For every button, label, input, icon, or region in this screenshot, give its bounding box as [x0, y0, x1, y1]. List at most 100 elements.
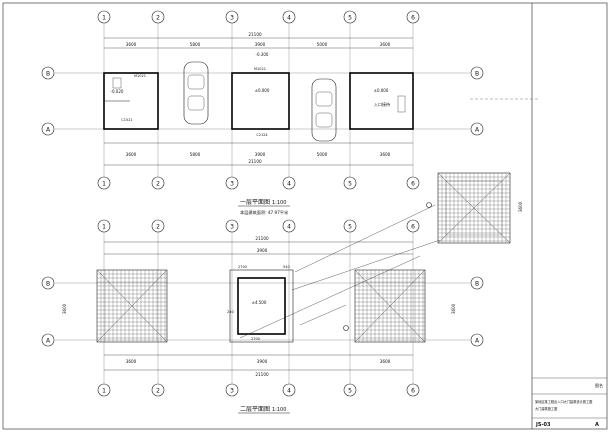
dim-top-seg3: 3900 [255, 42, 266, 47]
dim-bottom-seg3: 3900 [255, 152, 266, 157]
dim-bottom-seg4: 5000 [317, 152, 328, 157]
upper-dim-bottom-2: 3900 [257, 359, 268, 364]
room-label-reception: 入口接待 [374, 101, 390, 107]
door-tag-1: C1521 [121, 118, 132, 122]
ground-axis-bubble-2-bottom [151, 176, 165, 190]
upper-plan-scale: 1:100 [272, 407, 286, 413]
dim-bottom-overall: 21100 [248, 159, 262, 164]
upper-axis-label-5-bottom: 5 [348, 388, 352, 395]
ground-axis-label-6-top: 6 [411, 15, 415, 22]
ground-axis-bubble-4-bottom [282, 176, 296, 190]
ground-axis-label-1-bottom: 1 [102, 181, 106, 188]
dim-top-seg1: 3600 [126, 42, 137, 47]
ground-axis-label-2-top: 2 [156, 15, 160, 22]
ground-axis-label-6-bottom: 6 [411, 181, 415, 188]
upper-axis-bubble-6-top [406, 219, 420, 233]
ground-axis-label-5-top: 5 [348, 15, 352, 22]
upper-axis-label-2-bottom: 2 [156, 388, 160, 395]
ground-axis-bubble-1-top [97, 10, 111, 24]
elevation-e5: -0.300 [256, 52, 269, 57]
central-booth [231, 72, 290, 130]
upper-axis-bubble-5-top [343, 219, 357, 233]
detail-callout-2 [343, 325, 349, 331]
axis-label-B-right: B [475, 71, 479, 78]
upper-axis-label-B-left: B [46, 281, 50, 288]
axis-label-A-right: A [475, 127, 480, 134]
elevation-e6: ±4.500 [252, 300, 267, 305]
upper-axis-label-4-top: 4 [287, 224, 291, 231]
car-icon-2 [311, 78, 337, 142]
upper-axis-bubble-5-bottom [343, 383, 357, 397]
upper-axis-bubble-3-top [225, 219, 239, 233]
leader-line-2 [291, 239, 441, 291]
upper-axis-bubble-2-bottom [151, 383, 165, 397]
axis-label-B-left: B [46, 71, 50, 78]
sheet-number: JS-03 [535, 422, 551, 428]
upper-axis-label-5-top: 5 [348, 224, 352, 231]
axis-bubble-B-right [470, 66, 484, 80]
upper-axis-label-2-top: 2 [156, 224, 160, 231]
leader-line-1 [294, 204, 436, 273]
toilet-fixture [112, 77, 122, 89]
title-block: 图名 某地区某工程出入口大门建筑设计施工图 大门建筑施工图 JS-03 A [531, 3, 607, 429]
axis-bubble-A-right [470, 122, 484, 136]
upper-axis-bubble-4-top [282, 219, 296, 233]
upper-plan-title: 二层平面图 [240, 406, 270, 413]
elevation-e3: ±0.000 [374, 88, 389, 93]
ground-dim-top: 21100 3600 5800 3900 5000 3600 [104, 32, 413, 49]
roof-detail-dim: 3600 [518, 201, 523, 212]
upper-axis-label-6-top: 6 [411, 224, 415, 231]
ground-axis-label-3-top: 3 [230, 15, 234, 22]
revision: A [595, 422, 599, 428]
upper-axis-label-1-bottom: 1 [102, 388, 106, 395]
ground-plan-title: 一层平面图 [240, 199, 270, 206]
upper-dim-small-1: 2700 [238, 265, 247, 269]
upper-axis-bubble-2-top [151, 219, 165, 233]
upper-axis-label-1-top: 1 [102, 224, 106, 231]
upper-dim-small-2: 540 [283, 265, 290, 269]
dim-bottom-seg1: 3600 [126, 152, 137, 157]
upper-axis-label-4-bottom: 4 [287, 388, 291, 395]
dim-bottom-seg2: 5800 [190, 152, 201, 157]
ground-axis-bubble-6-top [406, 10, 420, 24]
upper-axis-label-B-right: B [475, 281, 479, 288]
upper-axis-bubble-A-left [41, 333, 55, 347]
ground-axis-bubble-5-bottom [343, 176, 357, 190]
ground-plan-scale: 1:100 [272, 200, 286, 206]
dim-top-seg2: 5800 [190, 42, 201, 47]
upper-dim-small-3: 240 [227, 310, 234, 314]
upper-axis-bubble-1-top [97, 219, 111, 233]
upper-central-room [237, 277, 286, 335]
upper-axis-bubble-B-left [41, 276, 55, 290]
ground-axis-label-2-bottom: 2 [156, 181, 160, 188]
ground-axis-label-4-bottom: 4 [287, 181, 291, 188]
door-tag-0: M1021 [134, 74, 146, 78]
upper-side-dim-right: 3600 [451, 303, 456, 314]
upper-axis-bubble-A-right [470, 333, 484, 347]
upper-axis-bubble-3-bottom [225, 383, 239, 397]
area-label: 本层建筑面积: 47.97平米 [240, 209, 289, 216]
door-tag-3: C2124 [256, 133, 268, 137]
car-icon-1 [183, 61, 209, 125]
roof-detail-upper: 3600 [437, 172, 523, 244]
title-block-label: 图名 [595, 382, 603, 388]
upper-axis-bubble-4-bottom [282, 383, 296, 397]
upper-axis-label-6-bottom: 6 [411, 388, 415, 395]
upper-axis-label-3-bottom: 3 [230, 388, 234, 395]
ground-axis-bubble-3-bottom [225, 176, 239, 190]
leader-line-3 [239, 255, 421, 339]
ground-axis-bubble-3-top [225, 10, 239, 24]
elevation-e1: -0.020 [111, 89, 124, 94]
ground-axis-bubble-4-top [282, 10, 296, 24]
upper-axis-label-A-right: A [475, 338, 480, 345]
upper-axis-label-A-left: A [46, 338, 51, 345]
upper-dim-small-4: 2700 [251, 337, 260, 341]
dim-top-seg5: 3600 [380, 42, 391, 47]
upper-dim-central: 3900 [257, 248, 268, 253]
axis-label-A-left: A [46, 127, 51, 134]
elevation-e2: ±0.000 [255, 88, 270, 93]
ground-axis-bubble-2-top [151, 10, 165, 24]
